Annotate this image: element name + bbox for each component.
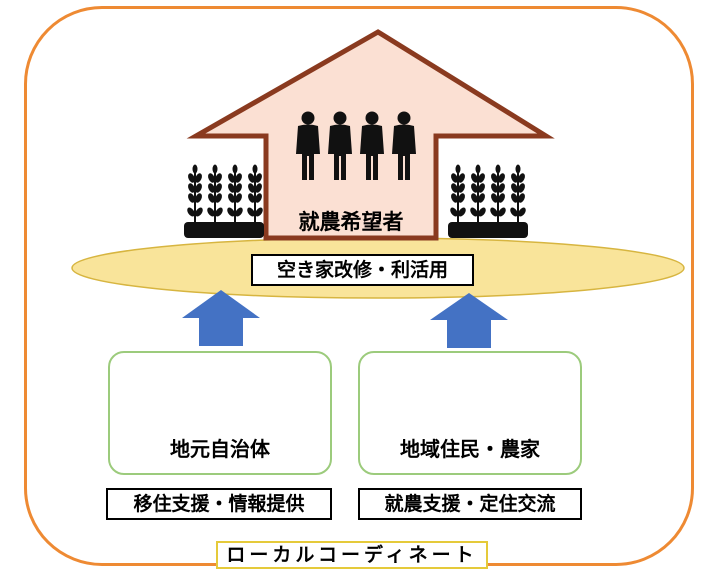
wheat-field-icon (447, 163, 529, 238)
up-arrow-left (182, 290, 260, 346)
coordinator-label: ローカルコーディネート (216, 541, 488, 569)
municipality-role: 移住支援・情報提供 (106, 488, 332, 520)
platform-label: 空き家改修・利活用 (251, 254, 474, 286)
residents-role: 就農支援・定住交流 (358, 488, 582, 520)
municipality-title: 地元自治体 (170, 437, 270, 461)
up-arrow-right (430, 293, 508, 348)
residents-card (358, 351, 582, 475)
wheat-field-icon (184, 163, 266, 238)
municipality-card (108, 351, 332, 475)
residents-title: 地域住民・農家 (400, 437, 540, 461)
house-label: 就農希望者 (298, 210, 404, 234)
